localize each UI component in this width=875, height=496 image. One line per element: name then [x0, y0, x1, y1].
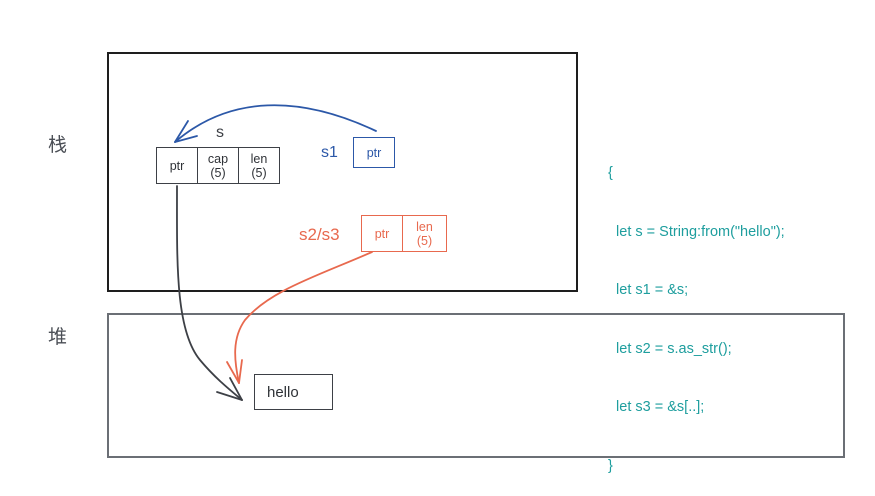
- stack-label: 栈: [48, 135, 68, 156]
- code-line: let s1 = &s;: [608, 282, 689, 298]
- stack-frame: [107, 52, 578, 292]
- s2s3-len-cell: len(5): [403, 215, 447, 252]
- s2s3-struct: ptr len(5): [361, 215, 447, 252]
- s2s3-ptr-cell: ptr: [361, 215, 403, 252]
- code-line: let s = String:from("hello");: [608, 223, 785, 240]
- heap-frame: [107, 313, 845, 458]
- code-line: let s2 = s.as_str();: [608, 340, 732, 357]
- heap-hello-box: hello: [254, 374, 333, 410]
- s2s3-label: s2/s3: [299, 225, 340, 244]
- s-ptr-cell: ptr: [156, 147, 198, 184]
- code-line: {: [608, 165, 613, 181]
- s1-struct: ptr: [353, 137, 395, 168]
- s1-ptr-cell: ptr: [353, 137, 395, 168]
- s-struct: ptr cap(5) len(5): [156, 147, 280, 184]
- arrows-layer: [174, 104, 377, 401]
- code-block: { let s = String:from("hello"); let s1 =…: [608, 125, 785, 496]
- heap-label: 堆: [48, 327, 68, 348]
- arrowhead-icon: [226, 361, 240, 384]
- arrowhead-icon: [174, 120, 189, 143]
- s-len-cell: len(5): [239, 147, 280, 184]
- s2s3-ptr-to-heap-arrow: [226, 251, 373, 384]
- s1-label: s1: [321, 144, 338, 161]
- s-label: s: [216, 124, 224, 141]
- s-ptr-to-heap-arrow: [176, 185, 243, 401]
- code-line: }: [608, 457, 613, 474]
- code-line: let s3 = &s[..];: [608, 399, 705, 415]
- s1-to-s-arrow: [174, 104, 377, 143]
- s-cap-cell: cap(5): [198, 147, 239, 184]
- arrowhead-icon: [216, 391, 243, 401]
